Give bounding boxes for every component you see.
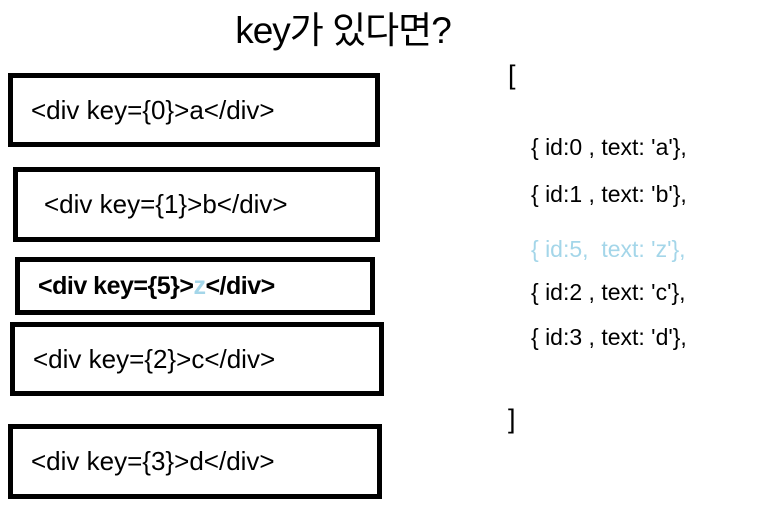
code-prefix: <div key={2}> <box>33 343 192 374</box>
array-entry-id-5-highlighted: { id:5, text: 'z'}, <box>531 236 686 262</box>
array-entry-id-2: { id:2 , text: 'c'}, <box>531 279 686 305</box>
code-text: <div key={5}>z</div> <box>38 272 275 301</box>
array-entry-id-0: { id:0 , text: 'a'}, <box>531 134 687 160</box>
code-prefix: <div key={3}> <box>31 446 190 476</box>
code-text: <div key={1}>b</div> <box>44 189 288 220</box>
code-prefix: <div key={1}> <box>44 189 203 219</box>
code-suffix: </div> <box>205 271 275 300</box>
code-box-key-3: <div key={3}>d</div> <box>8 424 382 499</box>
code-text: <div key={3}>d</div> <box>31 446 275 477</box>
array-entry-id-3: { id:3 , text: 'd'}, <box>531 324 687 350</box>
close-bracket: ] <box>508 404 516 434</box>
code-prefix: <div key={5}> <box>38 271 194 300</box>
code-prefix: <div key={0}> <box>31 94 190 125</box>
open-bracket: [ <box>508 60 516 90</box>
code-box-key-5-highlighted: <div key={5}>z</div> <box>15 257 375 315</box>
code-value-highlighted: z <box>193 271 206 300</box>
code-suffix: </div> <box>204 343 276 374</box>
code-suffix: </div> <box>203 446 275 476</box>
code-box-key-1: <div key={1}>b</div> <box>13 167 380 242</box>
code-box-key-0: <div key={0}>a</div> <box>8 73 380 147</box>
code-value: a <box>189 94 204 125</box>
code-value: d <box>189 446 204 476</box>
code-suffix: </div> <box>216 189 288 219</box>
code-text: <div key={0}>a</div> <box>31 95 275 126</box>
code-text: <div key={2}>c</div> <box>33 344 275 375</box>
code-value: c <box>191 343 205 374</box>
page-title: key가 있다면? <box>235 10 452 51</box>
code-value: b <box>202 189 217 219</box>
code-suffix: </div> <box>203 94 275 125</box>
code-box-key-2: <div key={2}>c</div> <box>10 322 384 396</box>
array-entry-id-1: { id:1 , text: 'b'}, <box>531 181 687 207</box>
